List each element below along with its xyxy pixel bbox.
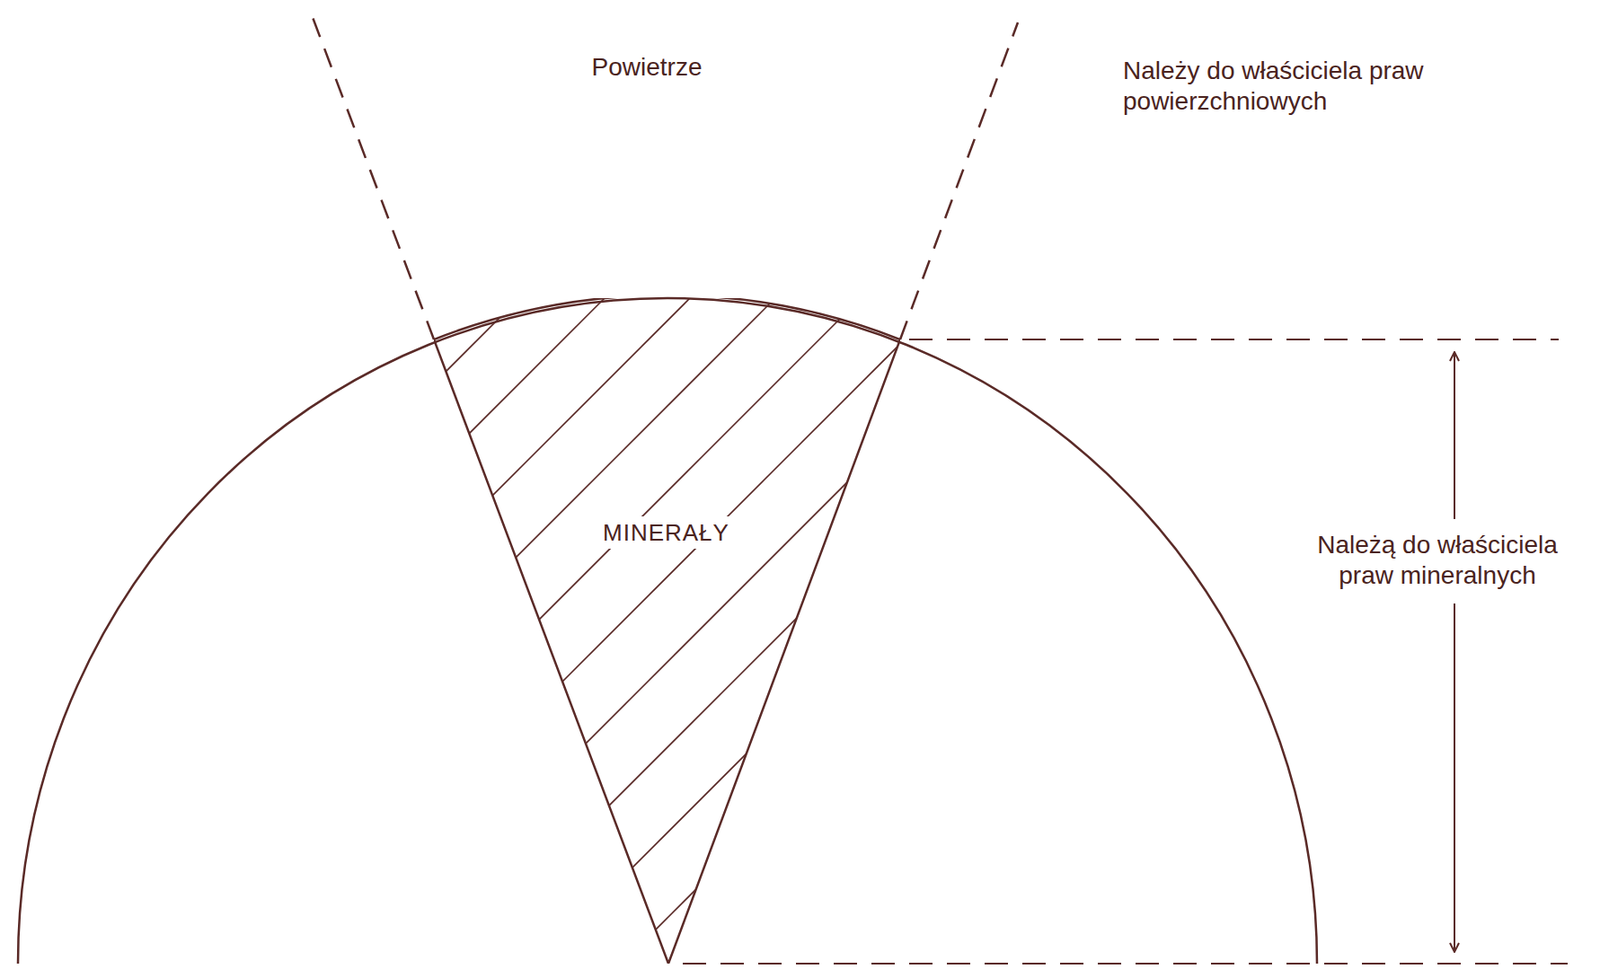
hatch-line [568, 298, 901, 964]
ownership-note: Należą do właściciela praw mineralnych [1293, 530, 1582, 592]
hatch-line [433, 298, 690, 964]
hatch-line [433, 298, 861, 964]
hatch-line [739, 298, 901, 964]
air-boundary [310, 12, 434, 340]
dimension-line [682, 963, 1568, 965]
dimension-line [909, 338, 1559, 341]
dimension-arrow [1453, 603, 1456, 953]
ownership-note: Należy do właściciela praw powierzchniow… [1122, 55, 1519, 117]
hatch-line [433, 298, 605, 964]
wedge-label: MINERAŁY [595, 516, 737, 549]
mineral-wedge: MINERAŁY [433, 298, 901, 964]
hatch-line [654, 298, 901, 964]
hatch-line [433, 298, 901, 964]
hatch-line [433, 298, 901, 964]
earth-arc [17, 298, 1318, 964]
wedge-outline [433, 298, 901, 964]
hatch-line [433, 298, 520, 964]
hatch-line [433, 298, 776, 964]
wedge-shape [433, 298, 901, 964]
dimension-arrow [1453, 352, 1456, 520]
hatch-line [433, 298, 901, 964]
hatch-line [824, 298, 901, 964]
air-boundary [900, 22, 1018, 340]
region-label: Powietrze [539, 52, 755, 83]
hatch-line [483, 298, 901, 964]
